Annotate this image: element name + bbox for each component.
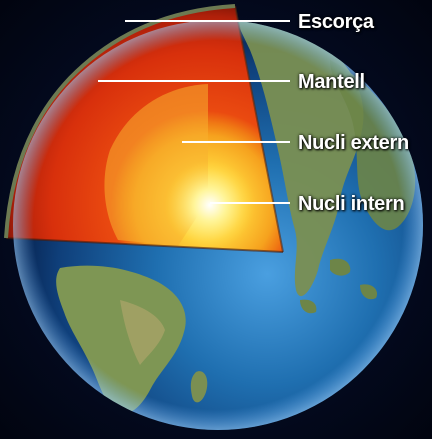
label-crust: Escorça xyxy=(298,11,374,33)
label-mantle: Mantell xyxy=(298,71,365,93)
label-inner-core: Nucli intern xyxy=(298,193,405,215)
atmosphere-glow xyxy=(13,20,423,430)
label-outer-core: Nucli extern xyxy=(298,132,409,154)
